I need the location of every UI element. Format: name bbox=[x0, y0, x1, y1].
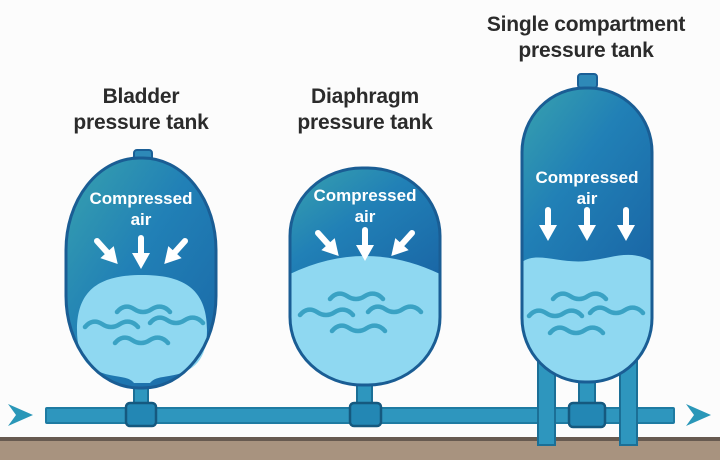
flow-arrow-left-icon bbox=[8, 404, 33, 426]
tank-outline bbox=[520, 86, 654, 384]
single-compartment-tank-illustration bbox=[520, 73, 654, 446]
bladder-tank-illustration bbox=[64, 149, 218, 428]
compressed-air-label: Compressed air bbox=[89, 189, 193, 229]
pipe-fitting bbox=[567, 401, 607, 429]
bladder-tank-title: Bladder pressure tank bbox=[73, 85, 209, 134]
compressed-air-label: Compressed air bbox=[535, 168, 639, 208]
tank-outline bbox=[64, 156, 218, 390]
compressed-air-label: Compressed air bbox=[313, 186, 417, 226]
compressed-air-region bbox=[522, 88, 652, 262]
flow-arrow-right-icon bbox=[686, 404, 711, 426]
pipe-fitting bbox=[124, 401, 158, 428]
water-bladder bbox=[77, 275, 207, 383]
diaphragm-tank-title: Diaphragm pressure tank bbox=[297, 85, 433, 134]
diaphragm-tank-illustration bbox=[288, 166, 442, 428]
air-valve-icon bbox=[577, 73, 598, 89]
single-compartment-tank-title: Single compartment pressure tank bbox=[486, 13, 686, 62]
tank-outline bbox=[288, 166, 442, 387]
pipe-fitting bbox=[348, 401, 383, 428]
